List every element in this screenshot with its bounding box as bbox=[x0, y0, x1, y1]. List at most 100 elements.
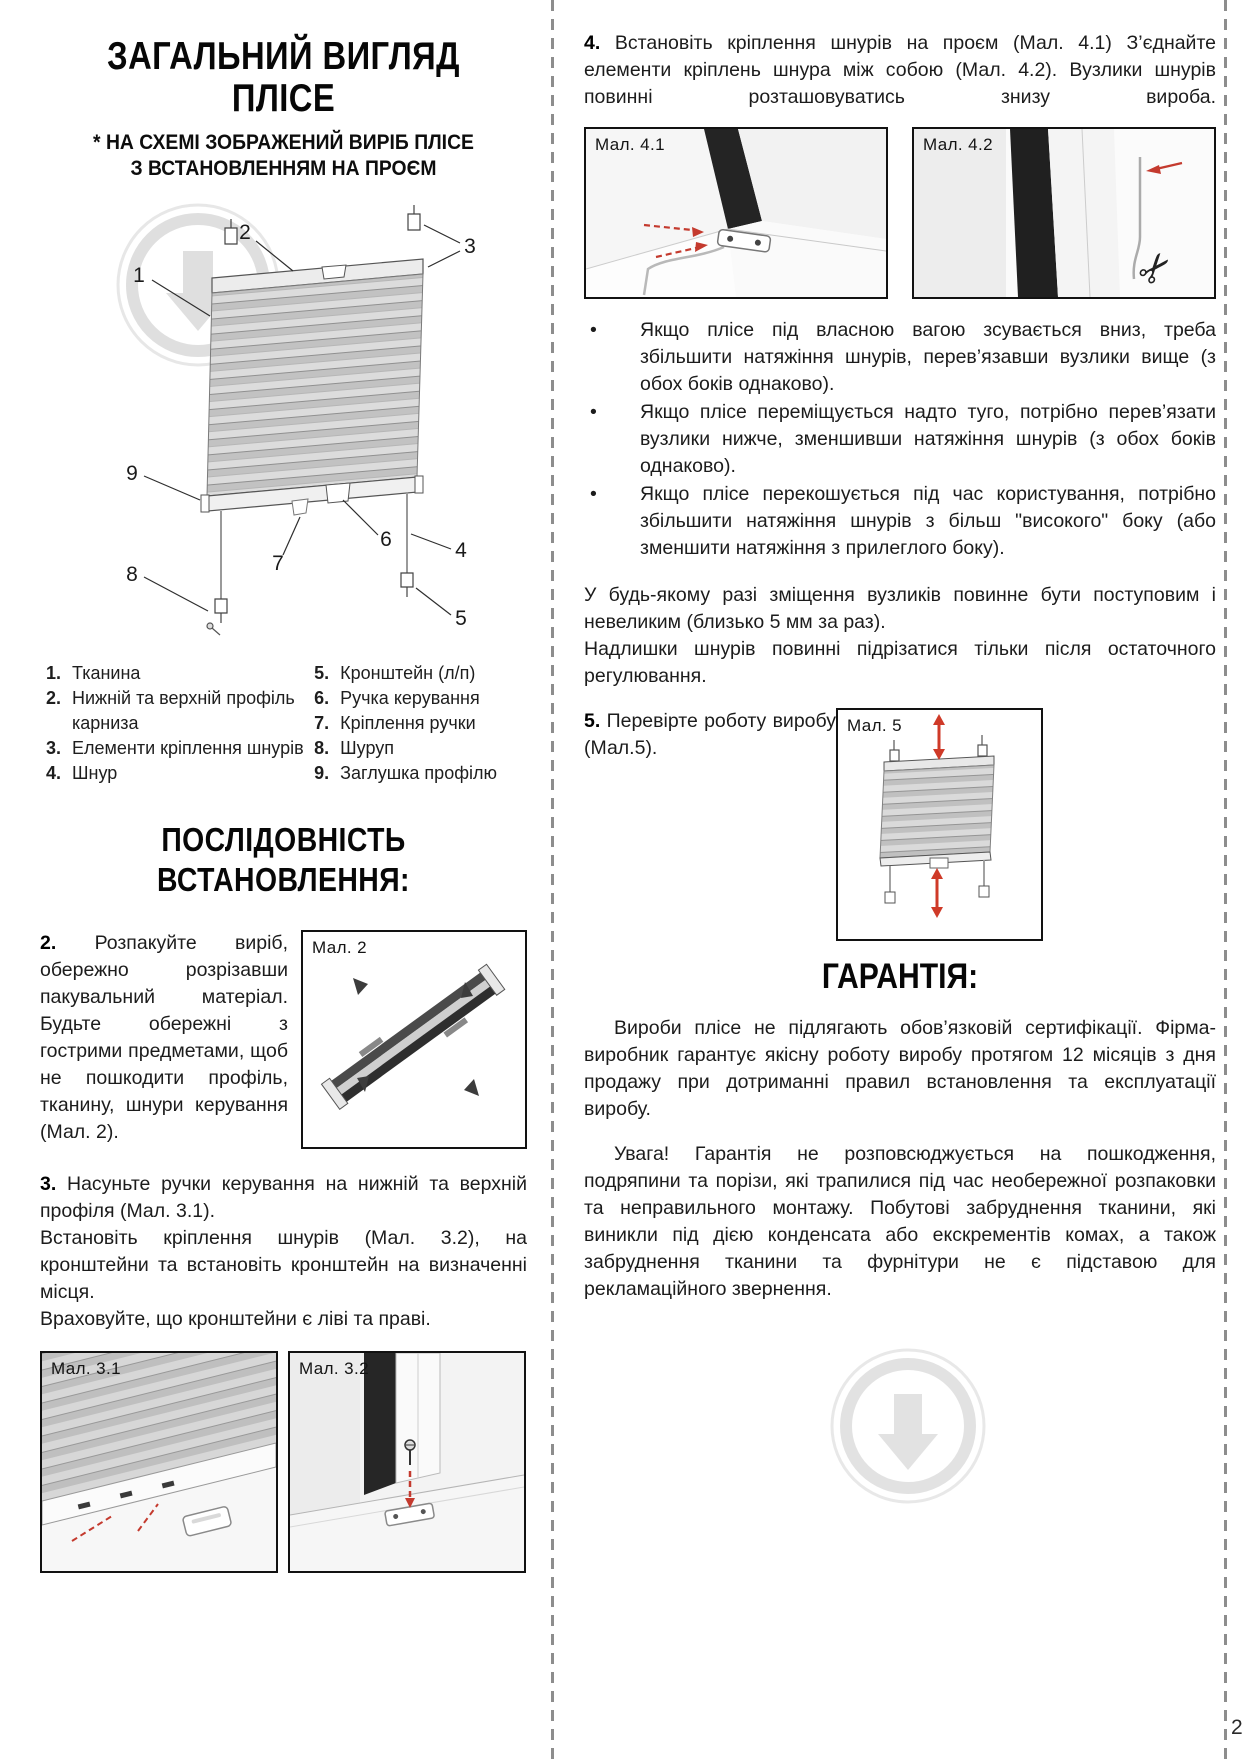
adjustment-summary-line2: Надлишки шнурів повинні підрізатися тіль… bbox=[584, 638, 1216, 687]
bottom-handle bbox=[929, 857, 949, 869]
step-5-number: 5. bbox=[584, 710, 601, 732]
step-2-text: 2. Розпакуйте виріб, обережно розрізавши… bbox=[40, 930, 288, 1149]
page-edge-line bbox=[1224, 0, 1227, 1760]
figure-4-2-drawing: ✂ bbox=[914, 129, 1214, 297]
legend-item: 6.Ручка керування bbox=[314, 686, 527, 711]
figure-4-2-label: Мал. 4.2 bbox=[923, 135, 994, 154]
bottom-handle bbox=[325, 482, 351, 504]
step-2-body: Розпакуйте виріб, обережно розрізавши па… bbox=[40, 932, 288, 1143]
top-handle bbox=[321, 264, 347, 280]
warranty-paragraph-2: Увага! Гарантія не розповсюджується на п… bbox=[584, 1143, 1216, 1300]
page-number: 2 bbox=[1231, 1716, 1243, 1739]
cords bbox=[220, 492, 408, 599]
figure-3-2: Мал. 3.2 bbox=[288, 1351, 526, 1573]
legend-item-num: 2. bbox=[46, 688, 62, 708]
legend-item-label: Заглушка профілю bbox=[340, 763, 498, 783]
step-3-text: 3. Насуньте ручки керування на нижній та… bbox=[40, 1171, 527, 1333]
legend-item: 7. Кріплення ручки bbox=[314, 711, 527, 736]
step-3-number: 3. bbox=[40, 1173, 57, 1195]
legend-item-num: 7. bbox=[314, 713, 330, 733]
handle-mount bbox=[291, 498, 309, 516]
blind-diagram-drawing bbox=[116, 203, 461, 636]
legend-item-label: Тканина bbox=[72, 663, 141, 683]
callout-8: 8 bbox=[126, 563, 138, 586]
legend-column-2: 5.Кронштейн (л/п) 6.Ручка керування 7. Кр… bbox=[314, 661, 527, 786]
screw bbox=[404, 1439, 416, 1465]
adjustment-summary: У будь-якому разі зміщення вузликів пови… bbox=[584, 582, 1216, 690]
legend-item: 1.Тканина bbox=[46, 661, 304, 686]
step-5-row: 5. Перевірте роботу виробу (Мал.5). Мал.… bbox=[584, 708, 1216, 941]
legend-item-num: 3. bbox=[46, 738, 62, 758]
callout-7: 7 bbox=[272, 552, 284, 575]
legend-item-num: 8. bbox=[314, 738, 330, 758]
step-3-line2: Встановіть кріплення шнурів (Мал. 3.2), … bbox=[40, 1227, 527, 1303]
red-guide-arrows bbox=[643, 223, 708, 259]
figure-5-drawing bbox=[879, 714, 995, 918]
step-4-number: 4. bbox=[584, 32, 601, 54]
warranty-section-title: ГАРАНТІЯ: bbox=[821, 957, 979, 996]
legend: 1.Тканина 2. Нижній та верхній профіль ка… bbox=[40, 661, 527, 786]
figure-5-label: Мал. 5 bbox=[847, 716, 903, 735]
legend-item-label: Нижній та верхній профіль карниза bbox=[72, 688, 295, 733]
adjustment-note-item: • Якщо плісе переміщується надто туго, по… bbox=[584, 399, 1216, 480]
control-handle bbox=[182, 1506, 232, 1537]
adjustment-note-item: • Якщо плісе під власною вагою зсувається… bbox=[584, 317, 1216, 398]
legend-item: 3. Елементи кріплення шнурів bbox=[46, 736, 304, 761]
figure-4-1-label: Мал. 4.1 bbox=[595, 135, 666, 154]
figure-5: Мал. 5 bbox=[836, 708, 1043, 941]
page-title-line1: ЗАГАЛЬНИЙ ВИГЛЯД bbox=[107, 35, 460, 78]
adjustment-note-text: Якщо плісе під власною вагою зсувається … bbox=[640, 319, 1216, 395]
callout-5: 5 bbox=[455, 607, 467, 630]
figures-3-row: Мал. 3.1 bbox=[40, 1351, 527, 1573]
figures-4-row: Мал. 4.1 bbox=[584, 127, 1216, 299]
right-column: 4. Встановіть кріплення шнурів на проєм … bbox=[584, 0, 1216, 1303]
legend-item: 8. Шуруп bbox=[314, 736, 527, 761]
legend-item-label: Шуруп bbox=[340, 738, 395, 758]
rail-slots bbox=[77, 1480, 175, 1510]
callout-2: 2 bbox=[239, 221, 251, 244]
bullet-icon: • bbox=[590, 401, 597, 423]
page-subtitle-line2: З ВСТАНОВЛЕННЯМ НА ПРОЄМ bbox=[130, 156, 437, 180]
figure-2-drawing bbox=[320, 963, 506, 1110]
brand-watermark-icon bbox=[830, 1348, 986, 1504]
top-mounts bbox=[889, 735, 988, 762]
bullet-icon: • bbox=[590, 483, 597, 505]
legend-item-label: Кріплення ручки bbox=[340, 713, 476, 733]
cord-bracket bbox=[384, 1502, 435, 1527]
step-5-text: 5. Перевірте роботу виробу (Мал.5). bbox=[584, 708, 836, 941]
pleated-fabric bbox=[206, 273, 424, 497]
step-2-row: 2. Розпакуйте виріб, обережно розрізавши… bbox=[40, 930, 527, 1149]
figure-4-1: Мал. 4.1 bbox=[584, 127, 888, 299]
red-guide-arrow bbox=[405, 1471, 415, 1508]
step-5-body: Перевірте роботу виробу (Мал.5). bbox=[584, 710, 836, 759]
figure-2-label: Мал. 2 bbox=[312, 938, 368, 957]
legend-item: 4.Шнур bbox=[46, 761, 304, 786]
callout-4: 4 bbox=[455, 539, 467, 562]
column-divider bbox=[551, 0, 554, 1760]
callout-6: 6 bbox=[380, 528, 392, 551]
legend-item: 5.Кронштейн (л/п) bbox=[314, 661, 527, 686]
adjustment-note-text: Якщо плісе переміщується надто туго, пот… bbox=[640, 401, 1216, 477]
step-3-line3: Враховуйте, що кронштейни є ліві та прав… bbox=[40, 1308, 431, 1330]
cord-bracket bbox=[716, 228, 772, 253]
sequence-section-title: ПОСЛІДОВНІСТЬ ВСТАНОВЛЕННЯ: bbox=[157, 821, 410, 898]
legend-item-label: Елементи кріплення шнурів bbox=[72, 738, 304, 758]
left-column: ЗАГАЛЬНИЙ ВИГЛЯД ПЛІСЕ * НА СХЕМІ ЗОБРАЖ… bbox=[40, 0, 527, 1573]
page-title: ЗАГАЛЬНИЙ ВИГЛЯД ПЛІСЕ bbox=[79, 36, 488, 120]
figure-3-2-label: Мал. 3.2 bbox=[299, 1359, 370, 1378]
figure-3-1: Мал. 3.1 bbox=[40, 1351, 278, 1573]
legend-item-num: 5. bbox=[314, 663, 330, 683]
adjustment-note-text: Якщо плісе перекошується під час користу… bbox=[640, 483, 1216, 559]
step-3-line1: 3. Насуньте ручки керування на нижній та… bbox=[40, 1171, 527, 1225]
legend-item-num: 9. bbox=[314, 763, 330, 783]
step-2-number: 2. bbox=[40, 932, 57, 954]
cord bbox=[1132, 157, 1142, 280]
unpack-arrows bbox=[353, 978, 479, 1096]
end-cap-right bbox=[414, 475, 424, 494]
bullet-icon: • bbox=[590, 319, 597, 341]
legend-item-num: 6. bbox=[314, 688, 330, 708]
cord-hooks bbox=[214, 572, 414, 623]
cord-hook bbox=[978, 885, 990, 898]
callout-3: 3 bbox=[464, 235, 476, 258]
